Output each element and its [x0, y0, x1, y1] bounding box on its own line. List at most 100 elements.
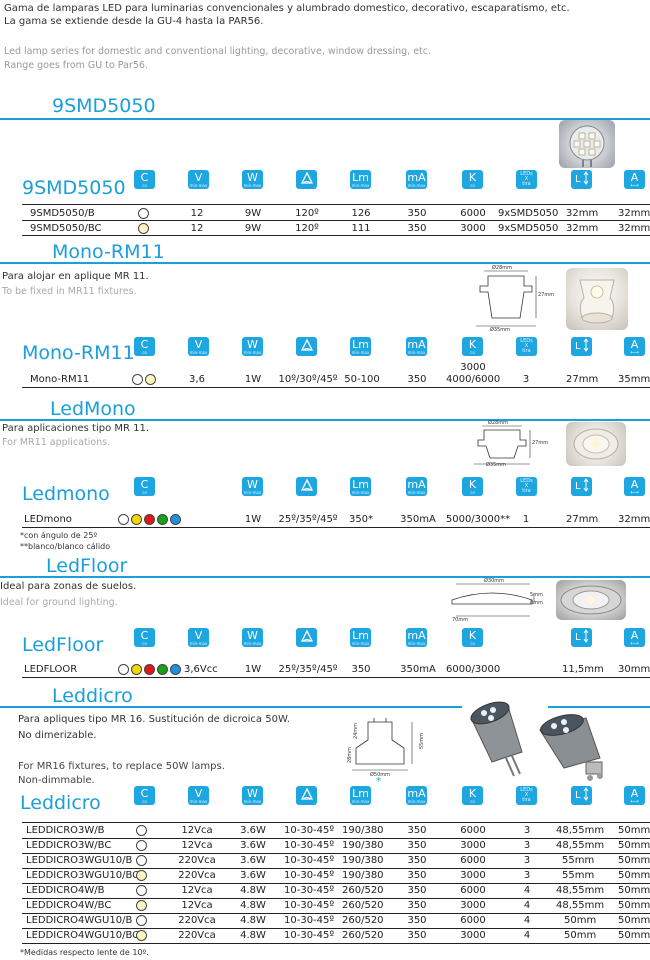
table-row: LEDDICRO3W/BC 12Vca 3.6W 10-30-45º 190/3… [26, 840, 650, 851]
color-dot-red [144, 514, 155, 525]
width-icon: A⟷ [624, 337, 645, 356]
product-photo-leddicro-gu10 [534, 712, 632, 790]
technical-drawing-icon [451, 583, 535, 617]
color-dot-green [157, 514, 168, 525]
row-rule [22, 928, 650, 929]
footnote-white: **blanco/blanco cálido [20, 542, 111, 551]
color-dot-white [136, 855, 147, 866]
row-rule [22, 898, 650, 899]
color-dot-white [118, 514, 129, 525]
table-row: LEDDICRO3WGU10/BC 220Vca 3.6W 10-30-45º … [26, 870, 650, 881]
section-rule [0, 576, 650, 578]
section-rule [0, 419, 650, 421]
width-icon: A⟷ [624, 786, 645, 805]
footnote-lens: *Medidas respecto lente de 10º. [20, 948, 149, 957]
table-row: LEDDICRO3WGU10/B 220Vca 3.6W 10-30-45º 1… [26, 855, 650, 866]
row-rule [22, 943, 650, 944]
intro-es-line2: La gama se extiende desde la GU-4 hasta … [4, 16, 264, 27]
table-row: LEDDICRO4W/B 12Vca 4.8W 10-30-45º 260/52… [26, 885, 650, 896]
technical-drawing-icon [474, 425, 531, 465]
color-dot-blue [170, 664, 181, 675]
color-dot-white [136, 915, 147, 926]
color-dot-blue [170, 514, 181, 525]
description-en-2: Non-dimmable. [18, 775, 95, 786]
row-rule [22, 387, 650, 388]
section-title-9smd5050: 9SMD5050 [52, 95, 156, 117]
description-es-1: Para apliques tipo MR 16. Sustitución de… [18, 714, 290, 725]
table-row: LEDFLOOR 3,6Vcc 1W 25º/35º/45º 350 350mA… [24, 664, 650, 675]
color-dot-warm [136, 900, 147, 911]
svg-text:L: L [575, 632, 581, 643]
section-rule [0, 262, 650, 264]
product-photo-ledfloor [556, 580, 626, 620]
svg-text:L: L [575, 341, 581, 352]
row-rule [22, 838, 650, 839]
color-dot-white [136, 825, 147, 836]
product-name-leddicro: Leddicro [20, 792, 101, 814]
description-en: Ideal for ground lighting. [0, 597, 118, 608]
product-photo-9smd5050 [559, 120, 615, 168]
beam-angle-icon [296, 170, 317, 189]
description-es: Ideal para zonas de suelos. [0, 581, 137, 592]
product-name-ledmono: Ledmono [22, 483, 110, 505]
kelvin-top-value: 3000 [460, 362, 486, 373]
product-name-mono-rm11: Mono-RM11 [22, 342, 135, 364]
table-row: LEDDICRO4WGU10/B 220Vca 4.8W 10-30-45º 2… [26, 915, 650, 926]
section-title-mono-rm11: Mono-RM11 [52, 241, 165, 263]
row-rule [22, 853, 650, 854]
row-rule [22, 527, 650, 528]
svg-text:L: L [575, 790, 581, 801]
dimension-drawing-mono-rm11: Ø28mm 27mm Ø35mm [462, 265, 554, 333]
dimension-drawing-ledfloor: Ø30mm 5mm 8mm 70mm [446, 576, 546, 624]
svg-text:L: L [575, 481, 581, 492]
color-dot-white [118, 664, 129, 675]
product-photo-ledmono [566, 422, 626, 466]
length-icon: L [571, 477, 592, 496]
table-top-rule [22, 822, 650, 823]
intro-en-line2: Range goes from GU to Par56. [4, 60, 148, 71]
color-dot-warm [136, 870, 147, 881]
section-title-leddicro: Leddicro [52, 685, 133, 707]
row-rule [22, 677, 650, 678]
intro-es-line1: Gama de lamparas LED para luminarias con… [4, 3, 570, 14]
beam-angle-icon [296, 786, 317, 805]
beam-angle-icon [296, 477, 317, 496]
color-dot-white [138, 208, 149, 219]
description-en-1: For MR16 fixtures, to replace 50W lamps. [18, 761, 225, 772]
table-row: LEDDICRO4WGU10/BC 220Vca 4.8W 10-30-45º … [26, 930, 650, 941]
row-rule [22, 913, 650, 914]
color-dot-red [144, 664, 155, 675]
svg-text:*: * [376, 776, 381, 787]
product-photo-mono-rm11 [566, 268, 628, 330]
technical-drawing-icon: * [352, 718, 413, 787]
description-es: Para aplicaciones tipo MR 11. [2, 423, 150, 434]
product-name-ledfloor: LedFloor [22, 634, 104, 656]
length-icon: L [571, 628, 592, 647]
footnote-angle: *con ángulo de 25º [20, 531, 98, 540]
length-icon: L [571, 170, 592, 189]
color-dot-white [136, 840, 147, 851]
